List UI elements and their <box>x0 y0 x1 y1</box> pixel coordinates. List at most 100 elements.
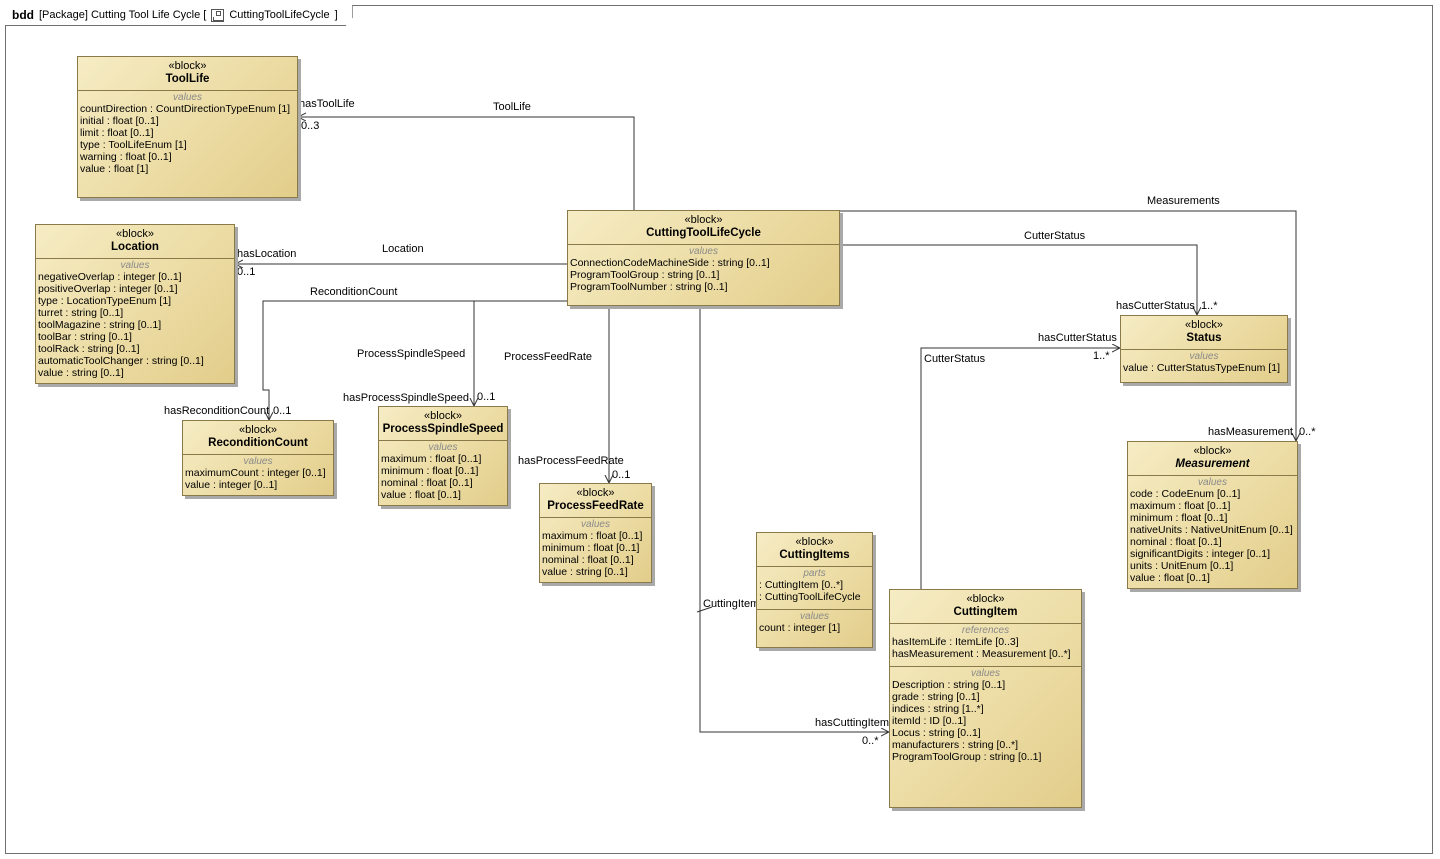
block-property[interactable]: toolBar : string [0..1] <box>38 331 132 343</box>
package-diagram-icon <box>211 9 224 22</box>
block-name: ProcessSpindleSpeed <box>382 423 504 435</box>
compartment-title: values <box>120 260 150 271</box>
block-stereotype: «block» <box>424 410 462 422</box>
diagram-frame-header: bdd [Package] Cutting Tool Life Cycle [ … <box>5 5 353 26</box>
label-mult-spindle: 0..1 <box>477 391 496 403</box>
block-property[interactable]: minimum : float [0..1] <box>1130 512 1228 524</box>
block-property[interactable]: itemId : ID [0..1] <box>892 715 967 727</box>
block-property[interactable]: value : float [0..1] <box>1130 572 1210 584</box>
block-property[interactable]: nominal : float [0..1] <box>542 554 634 566</box>
assoc-cuttingitems[interactable] <box>699 306 889 732</box>
block-property[interactable]: maximum : float [0..1] <box>542 530 643 542</box>
compartment-title: values <box>971 668 1000 679</box>
block-property[interactable]: value : string [0..1] <box>38 367 124 379</box>
block-property[interactable]: minimum : float [0..1] <box>381 465 479 477</box>
block-property[interactable]: manufacturers : string [0..*] <box>892 739 1019 751</box>
block-property[interactable]: nominal : float [0..1] <box>1130 536 1222 548</box>
block-property[interactable]: turret : string [0..1] <box>38 307 124 319</box>
block-property[interactable]: type : LocationTypeEnum [1] <box>38 295 172 307</box>
assoc-cutterstatus-item[interactable] <box>920 348 1120 589</box>
block-property[interactable]: : CuttingToolLifeCycle <box>759 591 861 603</box>
block-property[interactable]: type : ToolLifeEnum [1] <box>80 139 187 151</box>
block-header: «block»CuttingToolLifeCycle <box>568 211 839 240</box>
label-mult-status-item: 1..* <box>1093 350 1110 362</box>
label-has-recondition: hasReconditionCount <box>164 405 270 417</box>
block-property[interactable]: maximumCount : integer [0..1] <box>185 467 326 479</box>
compartment-title: references <box>961 625 1010 636</box>
label-cuttingitems-assoc: CuttingItems <box>703 598 765 610</box>
label-measurements-assoc: Measurements <box>1147 195 1220 207</box>
block-property[interactable]: significantDigits : integer [0..1] <box>1130 548 1271 560</box>
block-property[interactable]: ProgramToolGroup : string [0..1] <box>892 751 1042 763</box>
block-stereotype: «block» <box>1185 319 1223 331</box>
block-property[interactable]: value : integer [0..1] <box>185 479 278 491</box>
block-property[interactable]: initial : float [0..1] <box>80 115 159 127</box>
block-property[interactable]: value : float [0..1] <box>381 489 461 501</box>
label-mult-recondition: 0..1 <box>273 405 292 417</box>
compartment-title: values <box>243 456 273 467</box>
diagram-title: [Package] Cutting Tool Life Cycle [ <box>39 9 207 21</box>
block-property[interactable]: Description : string [0..1] <box>892 679 1006 691</box>
label-mult-feed: 0..1 <box>612 469 631 481</box>
label-has-cutter-status-top: hasCutterStatus <box>1116 300 1195 312</box>
block-property[interactable]: Locus : string [0..1] <box>892 727 981 739</box>
label-mult-tool-life: 0..3 <box>301 120 320 132</box>
block-property[interactable]: hasItemLife : ItemLife [0..3] <box>892 636 1019 648</box>
label-has-location: hasLocation <box>237 248 297 260</box>
assoc-toollife[interactable] <box>298 117 635 211</box>
block-property[interactable]: ConnectionCodeMachineSide : string [0..1… <box>570 257 770 269</box>
block-property[interactable]: positiveOverlap : integer [0..1] <box>38 283 178 295</box>
block-property[interactable]: indices : string [1..*] <box>892 703 984 715</box>
block-property[interactable]: value : CutterStatusTypeEnum [1] <box>1123 362 1280 374</box>
block-property[interactable]: value : float [1] <box>80 163 149 175</box>
block-property[interactable]: negativeOverlap : integer [0..1] <box>38 271 182 283</box>
block-property[interactable]: maximum : float [0..1] <box>381 453 482 465</box>
label-spindle-assoc: ProcessSpindleSpeed <box>357 348 466 360</box>
block-property[interactable]: units : UnitEnum [0..1] <box>1130 560 1234 572</box>
block-property[interactable]: toolMagazine : string [0..1] <box>38 319 162 331</box>
block-property[interactable]: ProgramToolNumber : string [0..1] <box>570 281 728 293</box>
block-property[interactable]: ProgramToolGroup : string [0..1] <box>570 269 720 281</box>
block-property[interactable]: hasMeasurement : Measurement [0..*] <box>892 648 1071 660</box>
block-property[interactable]: limit : float [0..1] <box>80 127 154 139</box>
assoc-reconditioncount[interactable] <box>262 300 567 420</box>
diagram-close-bracket: ] <box>334 9 338 21</box>
compartment-title: values <box>800 611 829 622</box>
block-property[interactable]: code : CodeEnum [0..1] <box>1130 488 1241 500</box>
block-property[interactable]: value : string [0..1] <box>542 566 628 578</box>
block-property[interactable]: automaticToolChanger : string [0..1] <box>38 355 204 367</box>
block-header: «block»Measurement <box>1128 442 1297 471</box>
block-name: ReconditionCount <box>208 437 308 449</box>
block-property[interactable]: count : integer [1] <box>759 622 841 634</box>
block-property[interactable]: : CuttingItem [0..*] <box>759 579 844 591</box>
block-property[interactable]: minimum : float [0..1] <box>542 542 640 554</box>
block-property[interactable]: toolRack : string [0..1] <box>38 343 140 355</box>
block-property[interactable]: grade : string [0..1] <box>892 691 980 703</box>
compartment-title: values <box>581 519 610 530</box>
label-mult-location: 0..1 <box>237 266 256 278</box>
block-property[interactable]: nativeUnits : NativeUnitEnum [0..1] <box>1130 524 1293 536</box>
assoc-cutterstatus-top[interactable] <box>840 244 1197 315</box>
label-mult-cutting-item: 0..* <box>862 735 879 747</box>
block-header: «block»ReconditionCount <box>183 421 333 450</box>
block-property[interactable]: nominal : float [0..1] <box>381 477 473 489</box>
assoc-measurements[interactable] <box>840 210 1296 441</box>
block-property[interactable]: maximum : float [0..1] <box>1130 500 1231 512</box>
block-property[interactable]: warning : float [0..1] <box>80 151 172 163</box>
block-header: «block»Location <box>36 225 234 254</box>
block-property[interactable]: countDirection : CountDirectionTypeEnum … <box>80 103 291 115</box>
block-header: «block»CuttingItem <box>890 590 1081 619</box>
